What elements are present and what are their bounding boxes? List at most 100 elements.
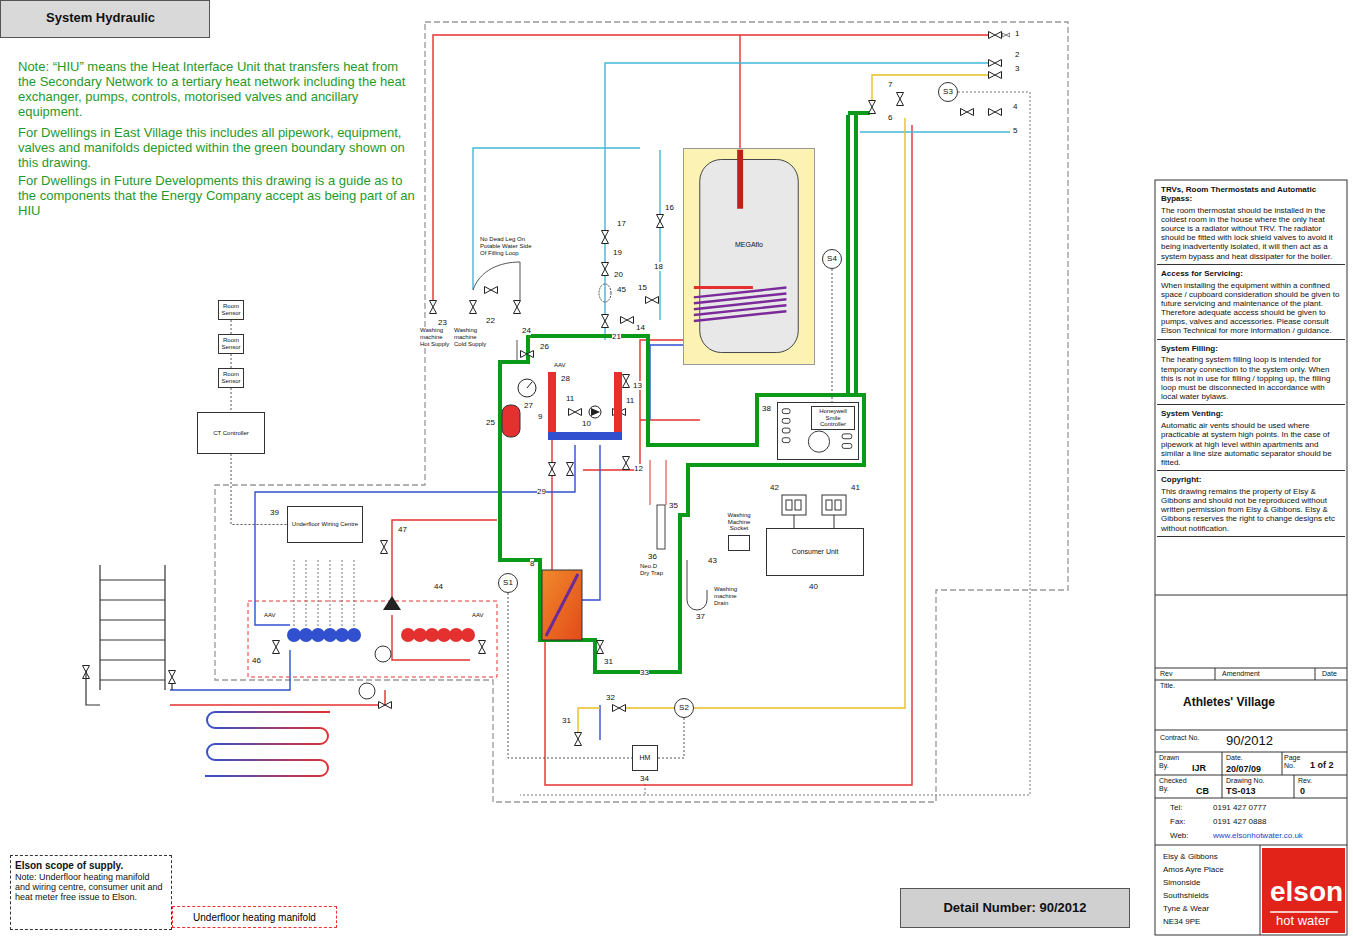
drawing-part [449,628,463,642]
callout-number: 42 [770,483,779,492]
callout-number: 22 [486,316,495,325]
drawing-part [657,505,665,549]
note-text: Title. [1160,682,1175,690]
drawing-part [613,705,626,712]
drawing-part [430,301,437,314]
note-text: Date. [1226,754,1243,762]
callout-number: 3 [1015,64,1019,73]
dry-trap [650,460,707,610]
callout-number: 38 [762,404,771,413]
drawing-part [657,215,664,228]
node-body: Note: Underfloor heating manifold and wi… [15,873,167,903]
note-section: System Venting:Automatic air vents shoul… [1157,407,1345,471]
note-text: Tel: [1170,803,1182,812]
note-text: IJR [1192,763,1206,773]
detail-box: Detail Number: 90/2012 [900,888,1130,928]
drawing-part [989,60,1002,67]
callout-number: 31 [562,716,571,725]
node-label: Copyright: [1161,476,1201,485]
callout-number: 1 [1015,29,1019,38]
callout-number: 2 [1015,50,1019,59]
note-text: elson [1270,876,1343,908]
callout-number: 18 [654,262,663,271]
drawing-part [248,601,497,677]
drawing-part [86,670,172,705]
drawing-part [169,671,176,684]
node-label: System Filling: [1161,345,1218,354]
callout-number: 6 [888,113,892,122]
sheet-title: System Hydraulic [46,11,155,26]
drawing-part [1155,180,1347,935]
drawing-part [591,408,600,416]
note-text: 0191 427 0888 [1213,817,1266,826]
controller-box: CT Controller [197,412,265,454]
note-text: 90/2012 [1226,734,1273,749]
drawing-part [548,372,556,440]
callout-number: 14 [636,323,645,332]
drawing-part [205,712,330,776]
node-label: Room Sensor [221,303,241,316]
drawing-part [335,628,349,642]
note-text: Rev. [1298,777,1312,785]
drawing-part [599,705,600,740]
callout-number: 12 [634,464,643,473]
drawing-part [359,683,375,699]
note-text: Checked By. [1159,777,1193,793]
callout-number: 16 [665,203,674,212]
note-text: Note: “HIU” means the Heat Interface Uni… [18,60,418,120]
drawing-part [620,707,674,708]
drawing-part [621,317,634,324]
callout-number: 8 [530,559,534,568]
note-text: AAV [554,362,566,369]
cylinder-tank [684,149,814,364]
button [842,444,852,449]
callout-number: 44 [434,582,443,591]
control-wire [231,354,232,368]
note-section: System Filling:The heating system fillin… [1157,342,1345,406]
drawing-part [294,560,354,628]
note-text: Contract No. [1160,734,1199,742]
node-body: This drawing remains the property of Els… [1161,487,1341,533]
pressure-gauge [518,379,536,397]
drawing-part [582,445,600,600]
drawing-part [517,340,518,360]
node-label: Elson scope of supply. [15,860,123,871]
node-label: Underfloor Wiring Centre [292,521,358,528]
note-text: For Dwellings in Future Developments thi… [18,174,418,219]
drawing-part [602,263,609,276]
drawing-part [470,301,477,314]
callout-number: 40 [809,582,818,591]
expansion-vessel [502,405,520,437]
button [782,418,790,423]
drawing-part [575,733,582,746]
callout-number: 9 [538,412,542,421]
drawing-part [287,628,301,642]
drawing-part [514,301,521,314]
node-label: Washing Machine Socket [720,512,758,532]
callout-number: 27 [524,401,533,410]
underfloor-manifold [248,560,497,699]
control-wire [508,593,632,758]
note-text: Southshields [1163,891,1209,900]
consumer-unit: Consumer Unit [766,528,864,576]
control-wire [658,718,684,758]
drawing-part [521,351,534,358]
filling-loop [599,284,611,302]
drawing-part [786,500,792,510]
note-text: Fax: [1170,817,1186,826]
button [782,438,790,443]
drawing-part [860,131,1010,132]
drawing-part [485,287,498,294]
note-text: 20/07/09 [1226,764,1261,774]
drawing-part [1002,33,1009,37]
drawing-part [989,32,1002,39]
callout-number: 7 [888,80,892,89]
drawing-part [822,495,846,515]
note-text: Elsy & Gibbons [1163,852,1218,861]
sensor-circle: S1 [498,573,518,593]
title-tab [1,1,210,38]
drawing-part [597,641,604,654]
drawing-part [551,440,552,570]
control-wire [832,269,833,402]
drawing-part [687,560,707,610]
